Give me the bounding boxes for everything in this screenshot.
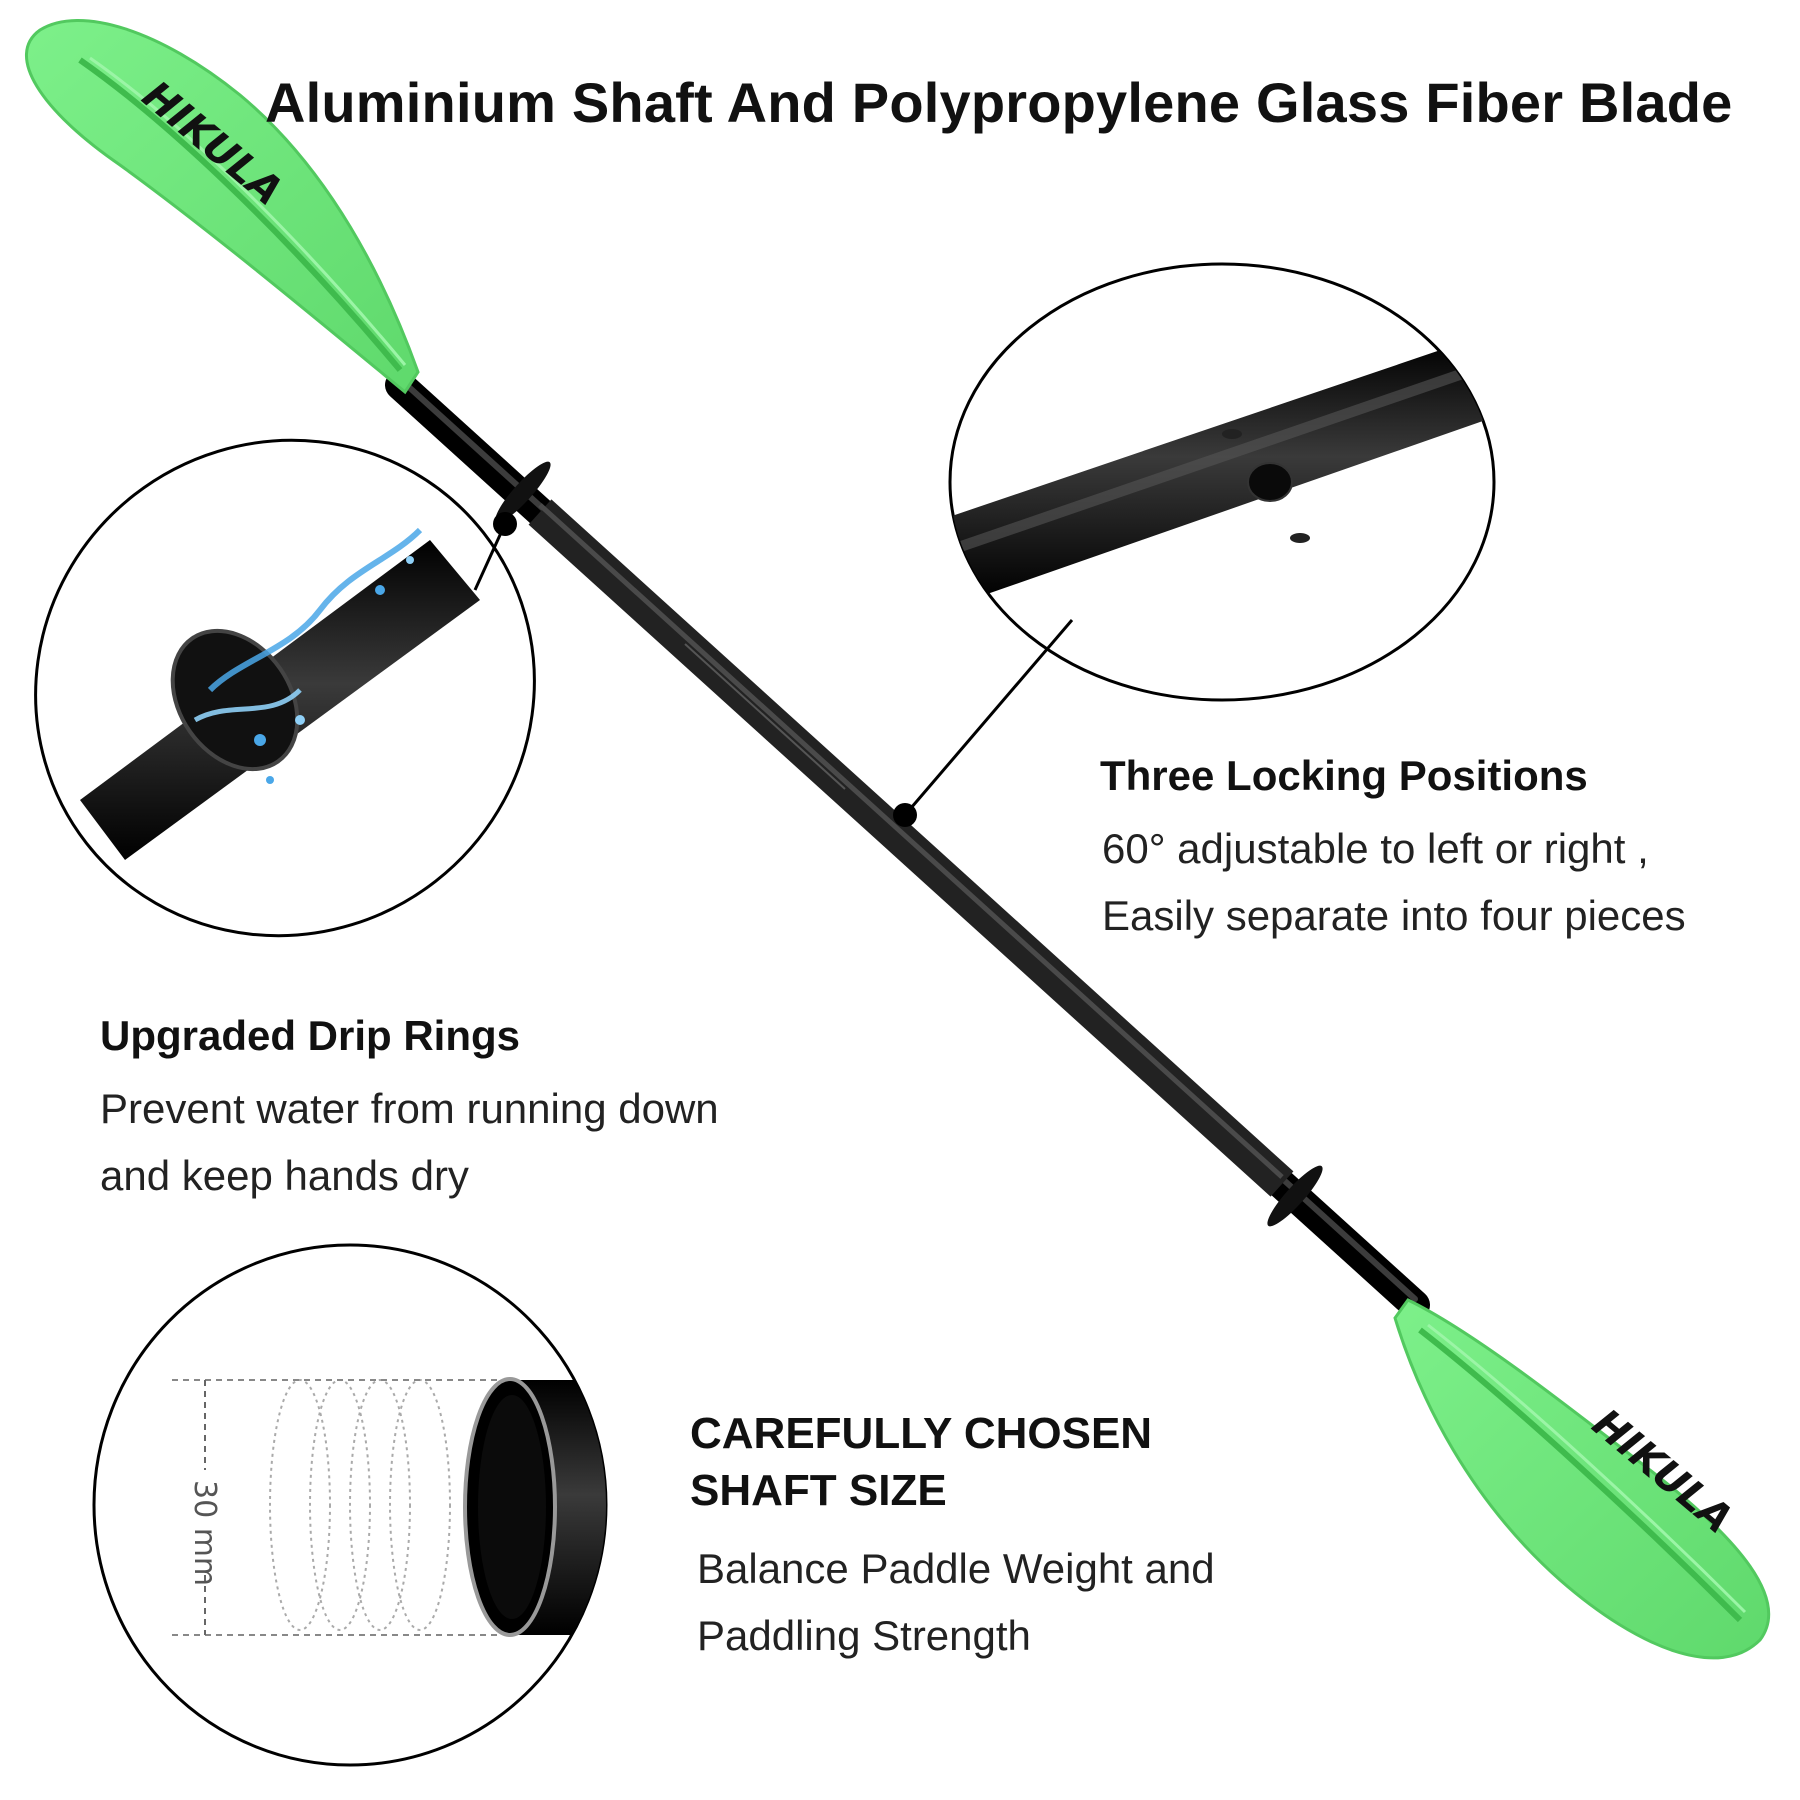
shaft-size-heading-line-1: CAREFULLY CHOSEN	[690, 1409, 1153, 1458]
drip-rings-line-2: and keep hands dry	[100, 1152, 469, 1200]
callout-shaft-size: 30 mm	[92, 1243, 608, 1767]
drip-rings-description: Prevent water from running down and keep…	[100, 1075, 719, 1209]
locking-heading: Three Locking Positions	[1100, 752, 1588, 799]
drip-rings-heading: Upgraded Drip Rings	[100, 1012, 521, 1059]
paddle-blade-upper: HIKULA	[24, 18, 420, 395]
locking-line-1: 60° adjustable to left or right ,	[1102, 825, 1649, 872]
shaft-size-heading-line-2: SHAFT SIZE	[690, 1466, 947, 1516]
drip-rings-line-1: Prevent water from running down	[100, 1085, 719, 1132]
locking-line-2: Easily separate into four pieces	[1102, 892, 1686, 940]
shaft-size-line-2: Paddling Strength	[697, 1612, 1031, 1660]
shaft-size-description: Balance Paddle Weight and Paddling Stren…	[697, 1535, 1215, 1669]
callout-locking-positions	[893, 262, 1496, 827]
paddle-shaft	[385, 370, 1430, 1320]
paddle-blade-lower: HIKULA	[1393, 1298, 1771, 1660]
callout-drip-rings	[34, 438, 536, 938]
drip-ring-upper	[495, 461, 551, 523]
diameter-label: 30 mm	[187, 1480, 222, 1586]
shaft-size-line-1: Balance Paddle Weight and	[697, 1545, 1215, 1592]
page-title: Aluminium Shaft And Polypropylene Glass …	[265, 71, 1733, 134]
shaft-size-heading: CAREFULLY CHOSEN SHAFT SIZE	[690, 1405, 1152, 1519]
locking-description: 60° adjustable to left or right , Easily…	[1102, 815, 1686, 949]
drip-ring-lower	[1267, 1165, 1323, 1227]
